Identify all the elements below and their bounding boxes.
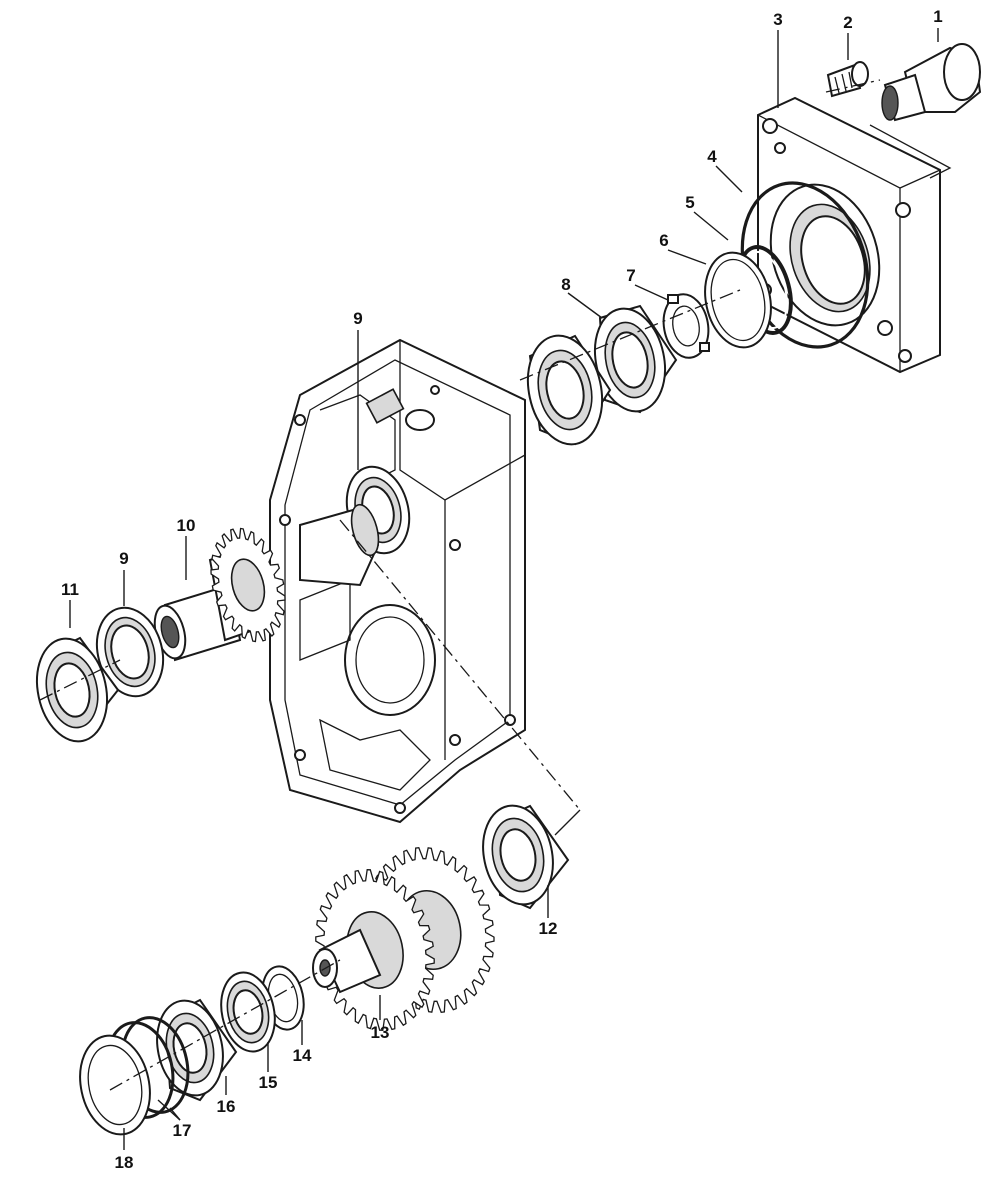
- callout-16: 16: [217, 1097, 236, 1116]
- callout-labels: 1 2 3 4 5 6 7 8 9 9 10 11 12 13 14 15 16…: [61, 7, 943, 1172]
- lock-washer-part-7: [662, 293, 710, 359]
- input-coupling-part-1: [881, 43, 982, 122]
- callout-9-upper: 9: [353, 309, 362, 328]
- bearing-part-12: [482, 804, 570, 910]
- shaft-bearing-part-9: [95, 606, 165, 698]
- callout-15: 15: [259, 1073, 278, 1092]
- callout-5: 5: [685, 193, 694, 212]
- callout-8: 8: [561, 275, 570, 294]
- bolt-part-2: [826, 61, 869, 98]
- shim-ring-part-6: [704, 251, 772, 349]
- housing-slot: [365, 388, 405, 424]
- callout-14: 14: [293, 1046, 312, 1065]
- callout-4: 4: [707, 147, 717, 166]
- callout-7: 7: [626, 266, 635, 285]
- callout-9-lower: 9: [119, 549, 128, 568]
- callout-13: 13: [371, 1023, 390, 1042]
- callout-3: 3: [773, 10, 782, 29]
- callout-6: 6: [659, 231, 668, 250]
- spacer-part-15: [220, 971, 276, 1053]
- callout-10: 10: [177, 516, 196, 535]
- housing-bore-lower: [344, 604, 436, 716]
- callout-12: 12: [539, 919, 558, 938]
- callout-17: 17: [173, 1121, 192, 1140]
- shim-part-18: [79, 1034, 151, 1136]
- gearbox-housing: [269, 338, 526, 824]
- assembly-axis-lines: [39, 79, 952, 1091]
- leader-lines: [69, 28, 939, 1150]
- callout-18: 18: [115, 1153, 134, 1172]
- bearing-pair-part-8: [526, 304, 678, 446]
- callout-1: 1: [933, 7, 942, 26]
- input-gear-teeth: [210, 527, 286, 643]
- bearing-part-11: [36, 636, 120, 743]
- housing-port: [405, 409, 435, 431]
- callout-11: 11: [61, 580, 79, 599]
- callout-2: 2: [843, 13, 852, 32]
